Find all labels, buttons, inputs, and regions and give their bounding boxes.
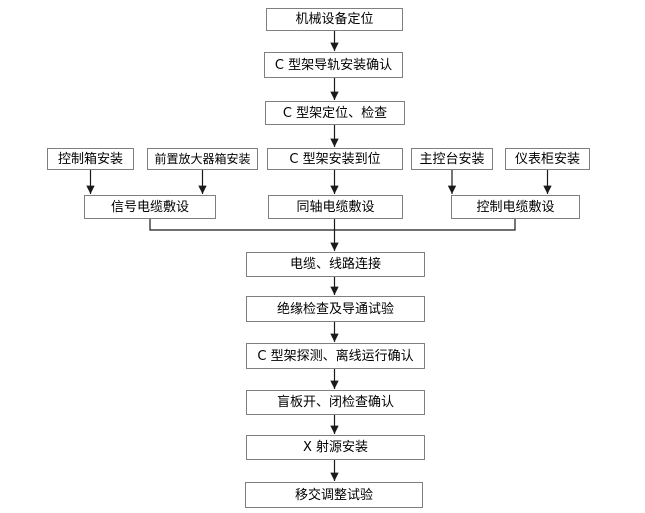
flow-node-control-cable-laying: 控制电缆敷设: [451, 195, 580, 219]
edge-merge-rail: [149, 219, 516, 231]
flow-node-signal-cable-laying: 信号电缆敷设: [84, 195, 216, 219]
flow-node-insulation-check-continuity-test: 绝缘检查及导通试验: [246, 296, 425, 322]
flow-node-main-console-install: 主控台安装: [411, 148, 493, 170]
flow-node-c-frame-positioning-check: C 型架定位、检查: [265, 101, 405, 125]
flow-node-handover-adjustment-test: 移交调整试验: [245, 482, 423, 508]
flow-node-preamp-box-install: 前置放大器箱安装: [147, 148, 258, 170]
flow-node-cable-line-connection: 电缆、线路连接: [246, 252, 425, 277]
flow-node-x-ray-source-install: X 射源安装: [246, 435, 425, 460]
flow-node-c-frame-detect-offline-run-confirm: C 型架探测、离线运行确认: [246, 343, 425, 369]
flow-node-coaxial-cable-laying: 同轴电缆敷设: [268, 195, 403, 219]
flow-node-instrument-cabinet-install: 仪表柜安装: [505, 148, 590, 170]
flow-node-c-frame-rail-install-confirm: C 型架导轨安装确认: [264, 52, 403, 78]
flow-node-blind-plate-open-close-check-confirm: 盲板开、闭检查确认: [246, 390, 425, 415]
flow-node-mechanical-positioning: 机械设备定位: [266, 8, 403, 31]
flow-node-c-frame-install-in-place: C 型架安装到位: [267, 148, 403, 170]
flow-node-control-box-install: 控制箱安装: [47, 148, 134, 170]
